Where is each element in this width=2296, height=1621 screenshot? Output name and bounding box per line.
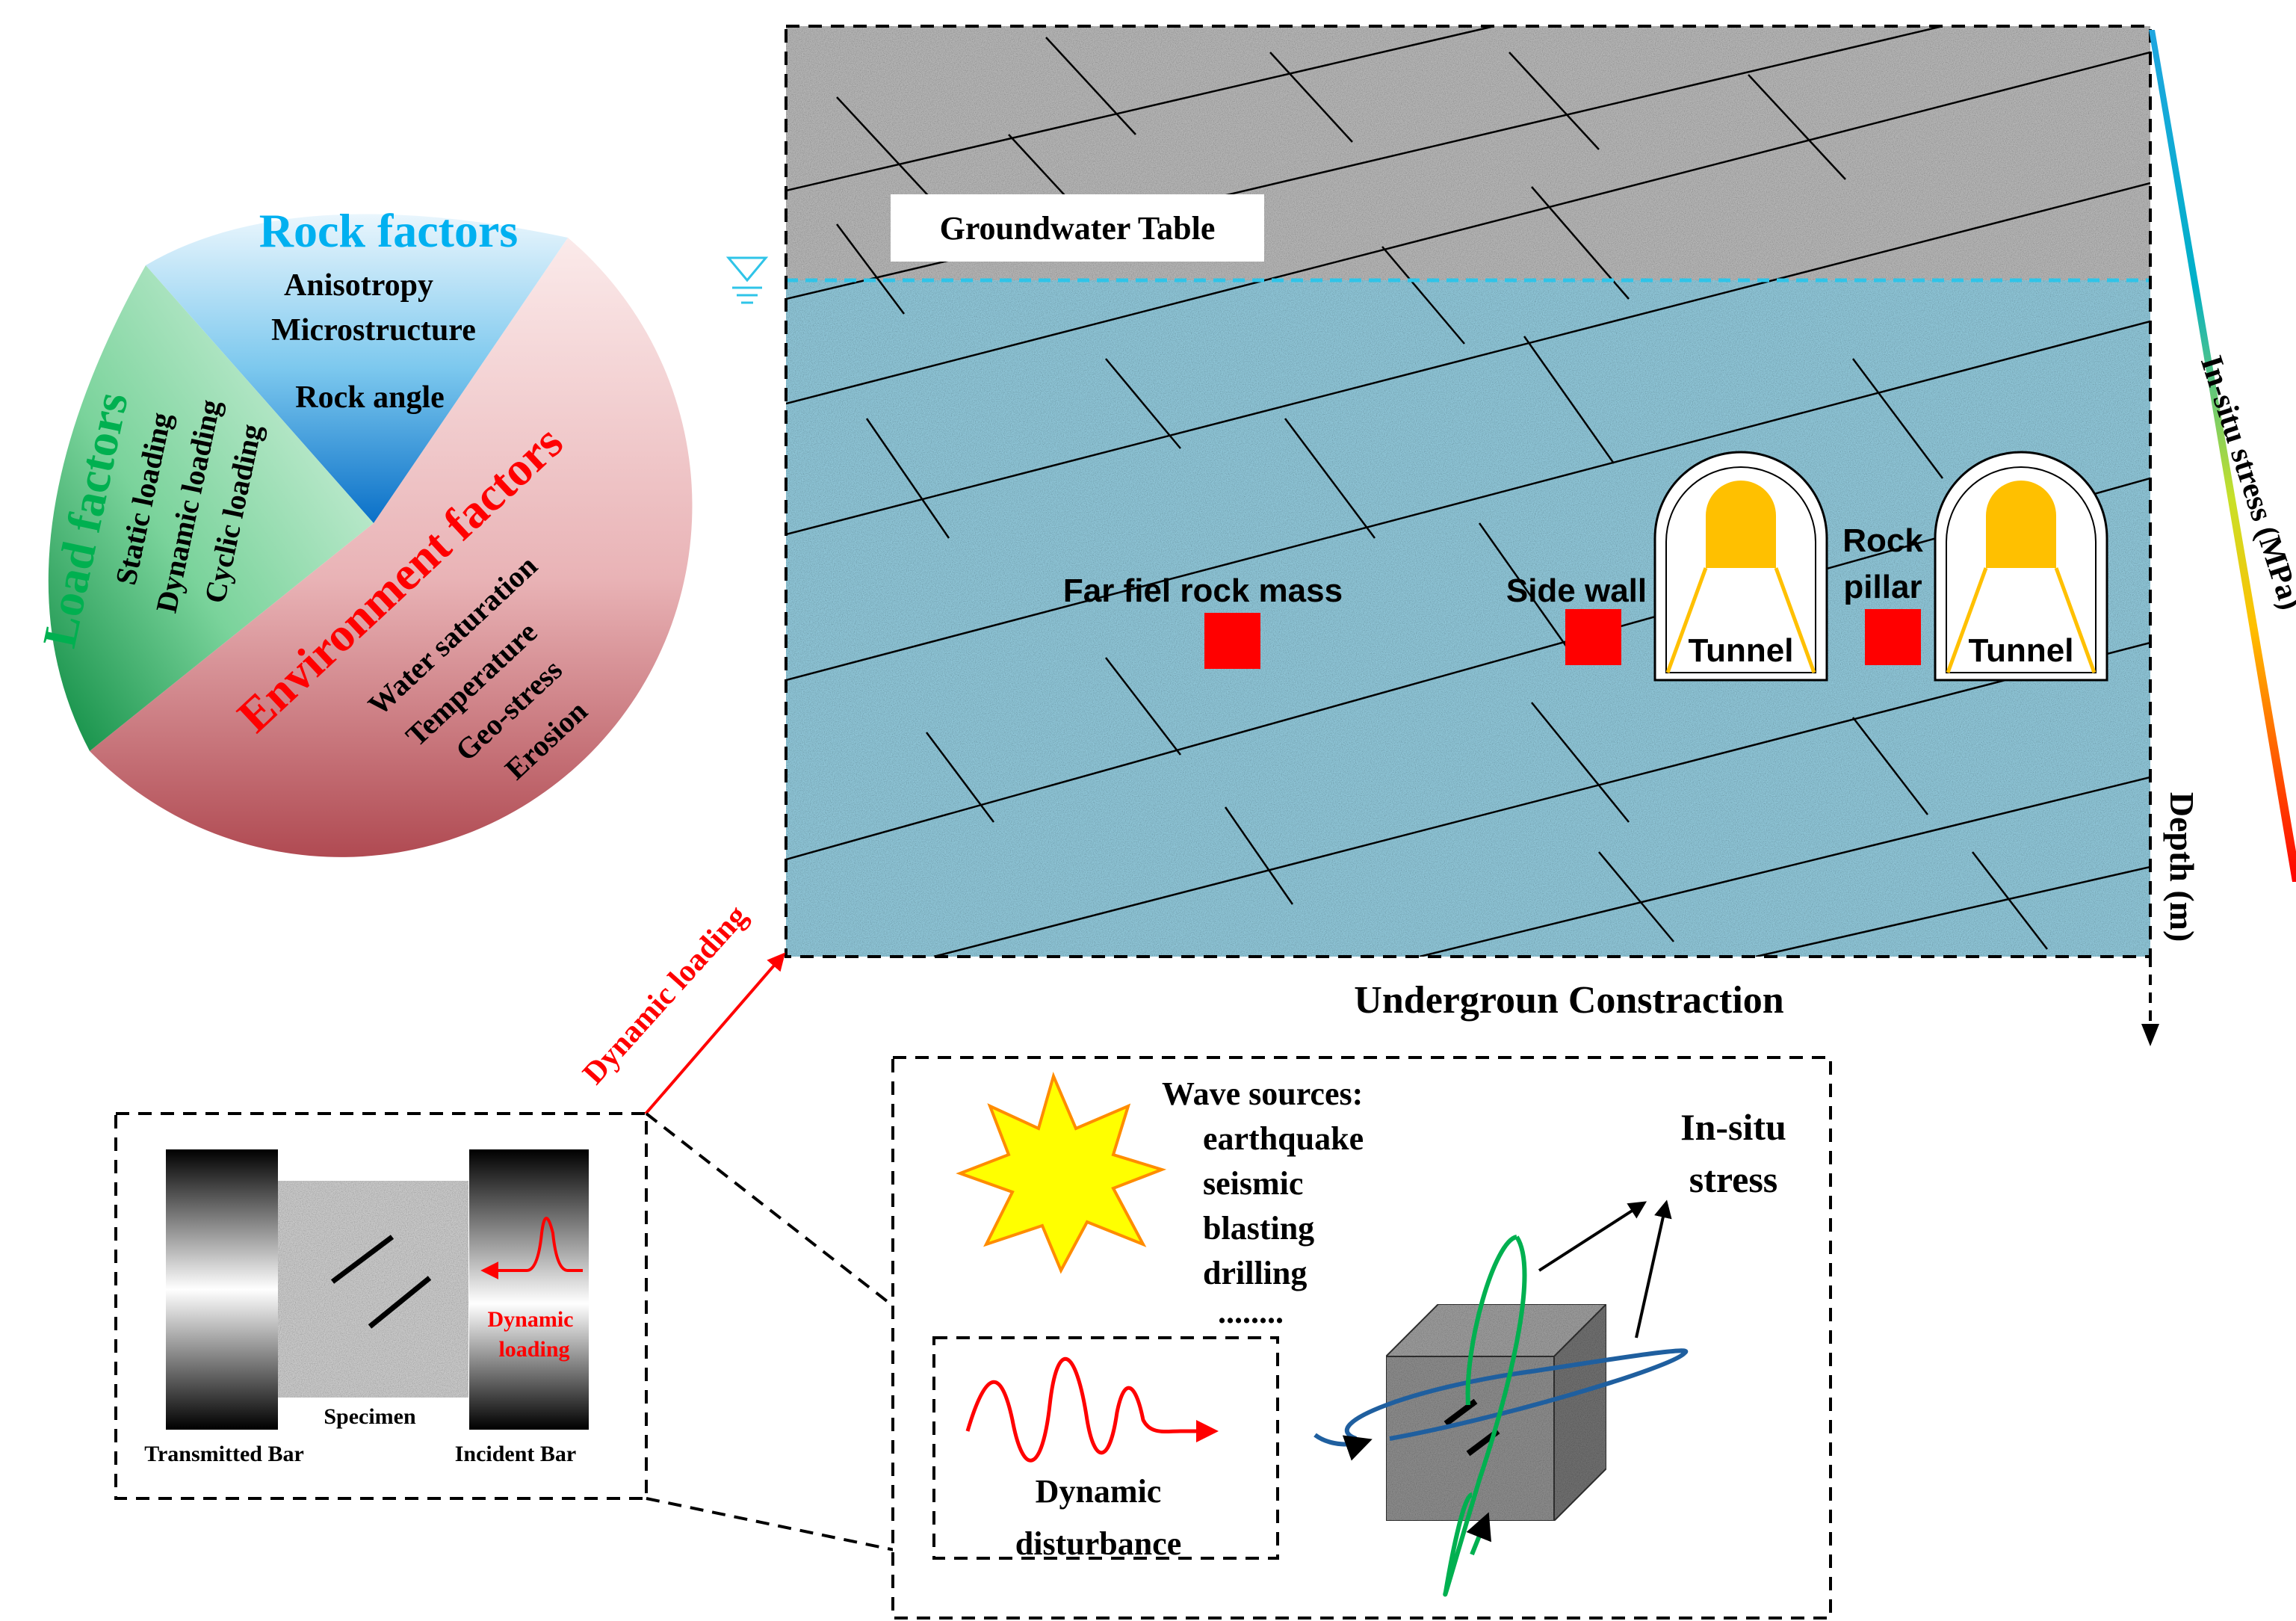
specimen-crack (368, 1276, 432, 1329)
wave-source-item: ........ (1218, 1294, 1284, 1330)
shpb-panel: Dynamic loading Specimen Transmitted Bar… (114, 1112, 648, 1500)
in-situ-stress-pointer (1635, 1199, 1672, 1339)
side-wall-label: Side wall (1506, 572, 1647, 609)
transmitted-bar (166, 1149, 278, 1430)
groundwater-label-box (891, 194, 1264, 262)
incident-bar (469, 1149, 589, 1430)
stress-pulse-icon (486, 1217, 583, 1272)
specimen (278, 1181, 468, 1398)
in-situ-stress-label: stress (1689, 1158, 1778, 1200)
section-caption: Undergroun Constraction (1354, 979, 1783, 1022)
vertical-stress-loop (1465, 1235, 1518, 1406)
disturbance-panel: Wave sources: earthquake seismic blastin… (891, 1056, 1832, 1620)
rock-factors-slice (146, 214, 568, 523)
tunnel-label: Tunnel (1689, 632, 1794, 669)
vertical-stress-loop (1443, 1235, 1527, 1597)
wave-source-item: earthquake (1203, 1120, 1364, 1157)
disturbance-wave-icon (965, 1356, 1219, 1463)
section-border (785, 25, 2152, 958)
zoom-connector (646, 1497, 935, 1560)
dynamic-loading-arrow: Dynamic loading (576, 899, 786, 1119)
shpb-dynamic-loading-label: Dynamic (488, 1307, 574, 1332)
explosion-icon (956, 1072, 1167, 1274)
horizontal-stress-arrow (1313, 1433, 1373, 1461)
vertical-stress-arrow (1466, 1512, 1492, 1556)
wave-sources-title: Wave sources: (1162, 1075, 1363, 1112)
depth-axis-arrowhead (2141, 1024, 2159, 1046)
far-field-label: Far fiel rock mass (1063, 572, 1343, 609)
rock-factor-item: Microstructure (271, 313, 476, 348)
dynamic-disturbance-label: disturbance (1015, 1525, 1181, 1562)
rock-joints (786, 26, 2150, 957)
groundwater-table-label: Groundwater Table (940, 210, 1216, 247)
in-situ-stress-line (2149, 30, 2296, 882)
specimen-crack (330, 1235, 394, 1284)
shpb-dynamic-loading-label: loading (498, 1337, 569, 1362)
water-level-icon (725, 256, 769, 304)
specimen-label: Specimen (324, 1404, 416, 1429)
rock-pillar-label: Rock (1842, 522, 1923, 559)
environment-factors-slice (90, 238, 693, 857)
tunnel-label: Tunnel (1969, 632, 2074, 669)
tunnel-left: Tunnel (1653, 451, 1828, 682)
wave-source-item: drilling (1203, 1255, 1307, 1291)
in-situ-stress-pointer (1538, 1201, 1647, 1272)
dynamic-loading-arrow-label: Dynamic loading (576, 899, 754, 1091)
load-factors-slice (48, 265, 374, 751)
depth-axis-label: Depth (m) (2163, 792, 2201, 942)
in-situ-stress-label: In-situ (1680, 1106, 1786, 1148)
rock-pillar-marker (1865, 609, 1921, 665)
horizontal-stress-loop (1344, 1348, 1689, 1441)
wave-source-item: blasting (1203, 1210, 1314, 1247)
side-wall-marker (1565, 609, 1621, 665)
tunnel-right: Tunnel (1934, 451, 2108, 682)
factor-pie: Rock factors Anisotropy Microstructure R… (32, 204, 693, 857)
far-field-marker (1204, 613, 1260, 669)
dynamic-disturbance-label: Dynamic (1036, 1473, 1162, 1510)
underground-section: Groundwater Table Far fiel rock mass Sid… (725, 25, 2296, 1046)
zoom-connector (645, 1112, 935, 1339)
rock-pillar-label: pillar (1843, 569, 1922, 605)
wave-source-item: seismic (1203, 1165, 1303, 1202)
rock-factors-title: Rock factors (259, 204, 519, 257)
transmitted-bar-label: Transmitted Bar (144, 1442, 304, 1466)
rock-factor-item: Anisotropy (284, 268, 433, 303)
rock-cube (1384, 1302, 1609, 1523)
saturated-rock-layer (786, 280, 2150, 957)
rock-factor-item: Rock angle (295, 380, 445, 415)
incident-bar-label: Incident Bar (455, 1442, 577, 1466)
